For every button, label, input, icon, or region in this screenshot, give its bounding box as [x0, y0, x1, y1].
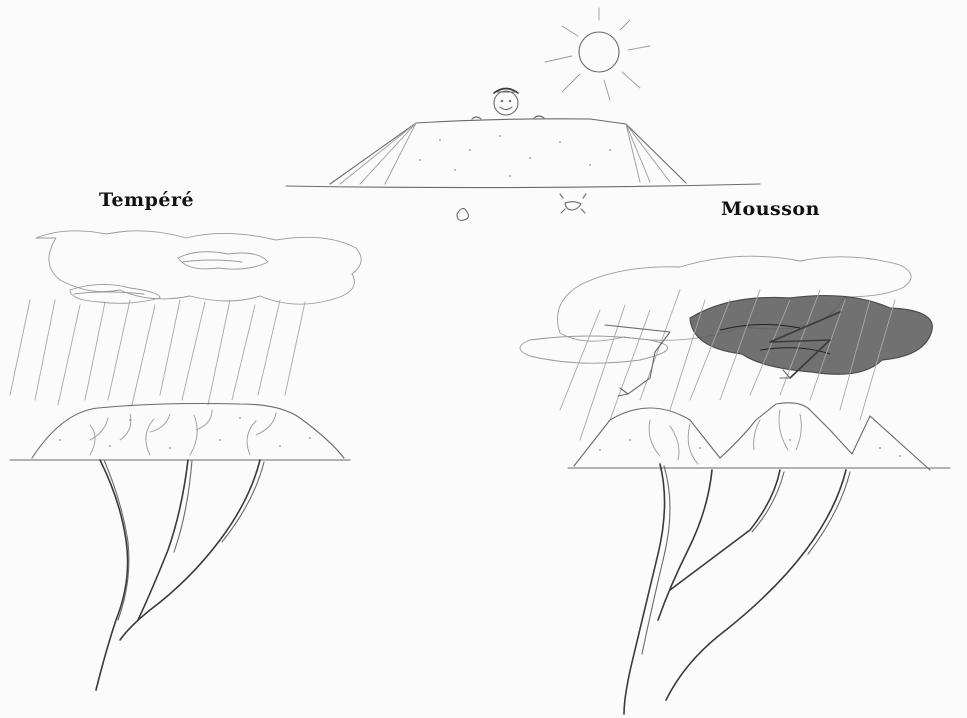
temperate-rain	[10, 300, 305, 405]
monsoon-roots	[624, 464, 850, 714]
temperate-clouds	[36, 231, 361, 304]
smiling-face-icon	[472, 89, 544, 120]
plateau-landform	[286, 119, 760, 188]
monsoon-mountains	[568, 403, 950, 470]
temperate-roots	[96, 460, 264, 690]
monsoon-label: Mousson	[721, 198, 820, 220]
temperate-label: Tempéré	[99, 189, 194, 211]
monsoon-dark-cloud	[690, 296, 932, 375]
sun-icon	[545, 8, 650, 100]
temperate-mound	[10, 404, 350, 461]
small-critters	[457, 194, 586, 220]
